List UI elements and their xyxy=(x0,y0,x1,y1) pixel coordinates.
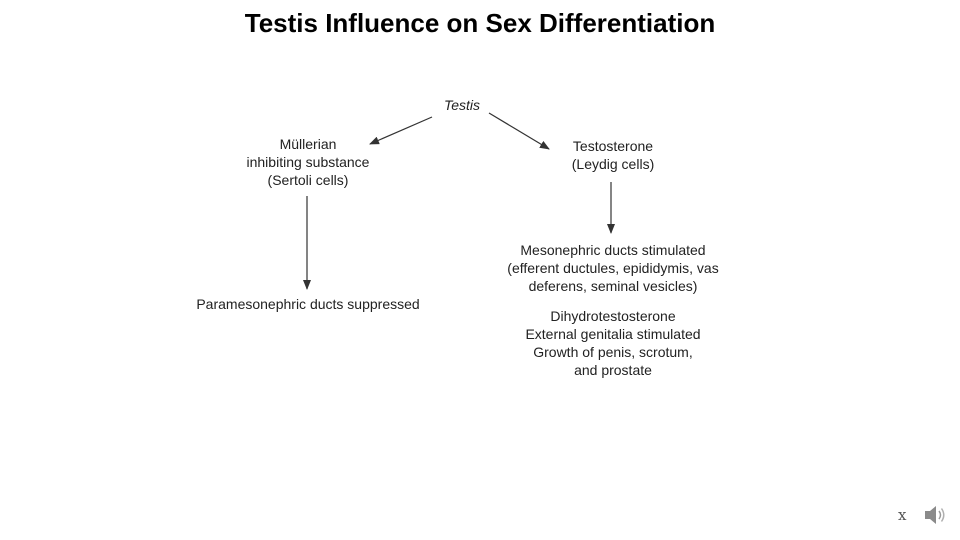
node-mesonephric-stimulated: Mesonephric ducts stimulated (efferent d… xyxy=(492,241,734,295)
node-testosterone: Testosterone (Leydig cells) xyxy=(548,137,678,173)
testosterone-line-1: Testosterone xyxy=(572,138,654,154)
mis-line-2: inhibiting substance xyxy=(246,154,370,170)
testis-label: Testis xyxy=(443,97,481,113)
mesonephric-line-1: Mesonephric ducts stimulated xyxy=(520,242,706,258)
close-mark[interactable]: x xyxy=(898,506,907,524)
node-mullerian-inhibiting-substance: Müllerian inhibiting substance (Sertoli … xyxy=(218,135,398,189)
speaker-icon[interactable] xyxy=(922,502,948,528)
paramesonephric-label: Paramesonephric ducts suppressed xyxy=(196,296,420,312)
mis-line-3: (Sertoli cells) xyxy=(267,172,349,188)
testosterone-line-2: (Leydig cells) xyxy=(571,156,655,172)
dht-line-2: External genitalia stimulated xyxy=(525,326,701,342)
slide-title: Testis Influence on Sex Differentiation xyxy=(244,8,716,38)
dht-line-3: Growth of penis, scrotum, xyxy=(533,344,693,360)
arrow-testis-to-mis xyxy=(369,116,433,145)
dht-line-4: and prostate xyxy=(574,362,652,378)
mesonephric-line-2: (efferent ductules, epididymis, vas xyxy=(507,260,719,276)
arrow-testis-to-testosterone xyxy=(488,112,550,150)
mesonephric-line-3: deferens, seminal vesicles) xyxy=(528,278,698,294)
node-dihydrotestosterone: Dihydrotestosterone External genitalia s… xyxy=(508,307,718,379)
dht-line-1: Dihydrotestosterone xyxy=(550,308,676,324)
node-paramesonephric-suppressed: Paramesonephric ducts suppressed xyxy=(180,295,436,313)
node-testis: Testis xyxy=(420,96,504,114)
mis-line-1: Müllerian xyxy=(279,136,337,152)
